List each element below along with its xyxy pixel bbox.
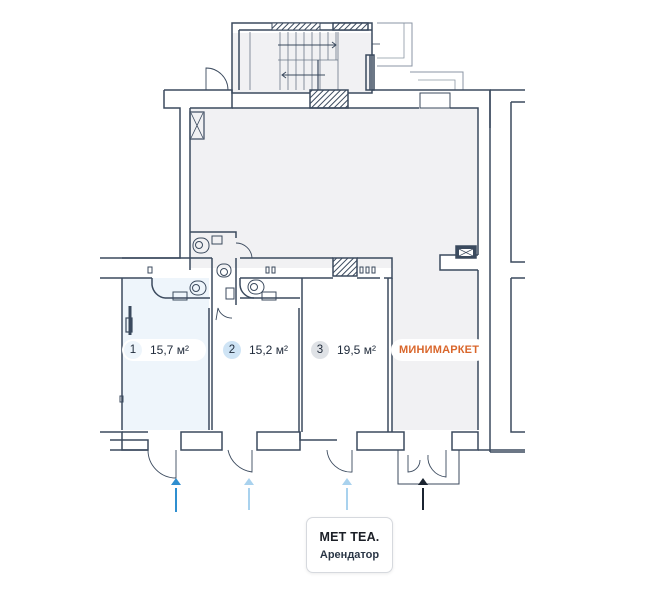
tenant-brand: МЕТ ТЕА. bbox=[319, 529, 380, 544]
tenant-card[interactable]: МЕТ ТЕА. Арендатор bbox=[306, 517, 393, 573]
entrance-unit-2[interactable] bbox=[244, 478, 254, 510]
unit-number-badge: 2 bbox=[223, 341, 241, 359]
minimarket-label[interactable]: МИНИМАРКЕТ bbox=[391, 339, 488, 361]
unit-number-badge: 3 bbox=[311, 341, 329, 359]
unit-3-label[interactable]: 3 19,5 м² bbox=[309, 339, 380, 361]
entrance-unit-3[interactable] bbox=[342, 478, 352, 510]
unit-number-badge: 1 bbox=[124, 341, 142, 359]
walls bbox=[100, 22, 525, 485]
stair-arrows bbox=[278, 41, 337, 79]
tenant-role: Арендатор bbox=[319, 548, 380, 561]
entrance-unit-1[interactable] bbox=[171, 478, 181, 512]
unit-2-label[interactable]: 2 15,2 м² bbox=[221, 339, 292, 361]
arrow-up-icon bbox=[244, 478, 254, 485]
unit-1-label[interactable]: 1 15,7 м² bbox=[122, 339, 206, 361]
arrow-up-icon bbox=[418, 478, 428, 485]
unit-area: 19,5 м² bbox=[337, 343, 376, 357]
entrance-arrows bbox=[171, 478, 428, 512]
unit-area: 15,2 м² bbox=[249, 343, 288, 357]
entrance-shop[interactable] bbox=[418, 478, 428, 510]
unit-area: 15,7 м² bbox=[150, 343, 189, 357]
arrow-up-icon bbox=[171, 478, 181, 485]
unit-2-floor[interactable] bbox=[214, 308, 299, 432]
arrow-up-icon bbox=[342, 478, 352, 485]
